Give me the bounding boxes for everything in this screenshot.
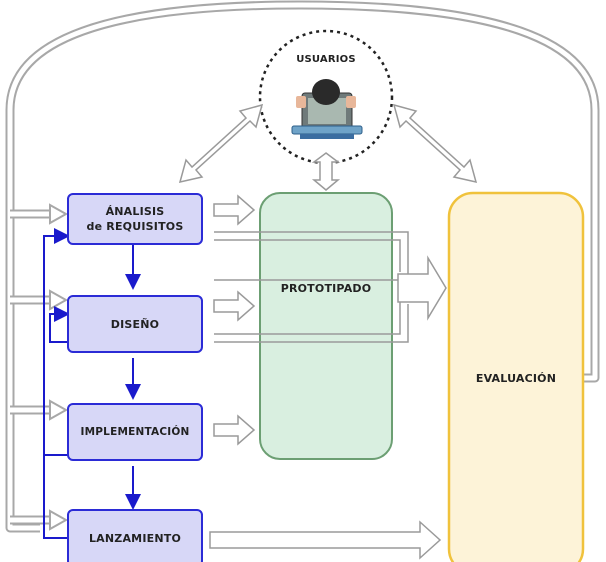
stage-label-lanzamiento: LANZAMIENTO — [88, 532, 182, 545]
stage-box-implementacion — [67, 403, 203, 461]
prototipado-box — [259, 192, 393, 460]
stage-feedback-bracket — [43, 228, 70, 539]
user-at-computer-icon — [291, 79, 363, 139]
evaluacion-label: EVALUACIÓN — [475, 372, 557, 385]
stage-box-diseno — [67, 295, 203, 353]
stage-label-diseno: DISEÑO — [110, 318, 160, 331]
launch-to-evaluation-arrow — [209, 520, 442, 560]
prototype-to-evaluation-arrow — [214, 231, 447, 343]
stage-label-analisis: ÁNALISIS de REQUISITOS — [86, 205, 184, 233]
evaluacion-box — [447, 191, 585, 562]
usuarios-label: USUARIOS — [296, 54, 356, 65]
prototipado-label: PROTOTIPADO — [280, 282, 372, 295]
stage-box-analisis — [67, 193, 203, 245]
left-feedback-branches — [10, 203, 69, 531]
stage-label-implementacion: IMPLEMENTACIÓN — [80, 426, 190, 438]
stage-to-prototype-arrows — [213, 194, 256, 446]
users-double-arrows — [178, 103, 478, 191]
stage-box-lanzamiento — [67, 509, 203, 562]
